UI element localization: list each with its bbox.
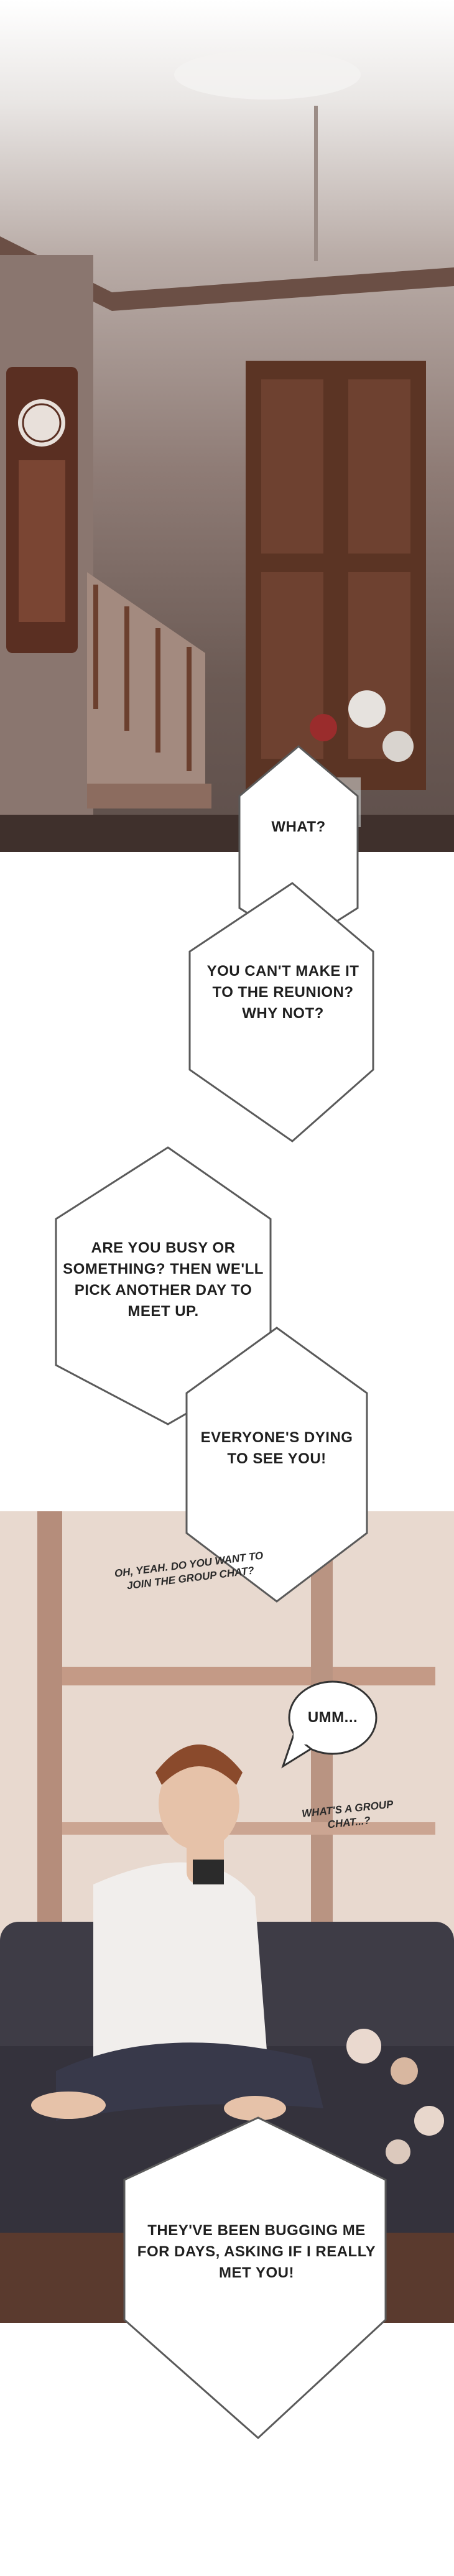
bubble-8-text: THEY'VE BEEN BUGGING ME FOR DAYS, ASKING… [137,2222,376,2281]
bubble-2-shape [188,882,374,1142]
hallway-panel [0,0,454,852]
bubble-1-text: WHAT? [271,818,326,835]
bubble-3-shape [55,1146,272,1425]
bubble-3-text: ARE YOU BUSY OR SOMETHING? THEN WE'LL PI… [63,1239,264,1320]
bubble-4-shape [185,1327,368,1603]
hallway-illustration [0,50,454,852]
bubble-2-text: YOU CAN'T MAKE IT TO THE REUNION? WHY NO… [206,963,359,1022]
bubble-8-shape [123,2116,387,2440]
bubble-4-text: EVERYONE'S DYING TO SEE YOU! [200,1429,353,1467]
bubble-6-text: UMM... [307,1709,358,1726]
